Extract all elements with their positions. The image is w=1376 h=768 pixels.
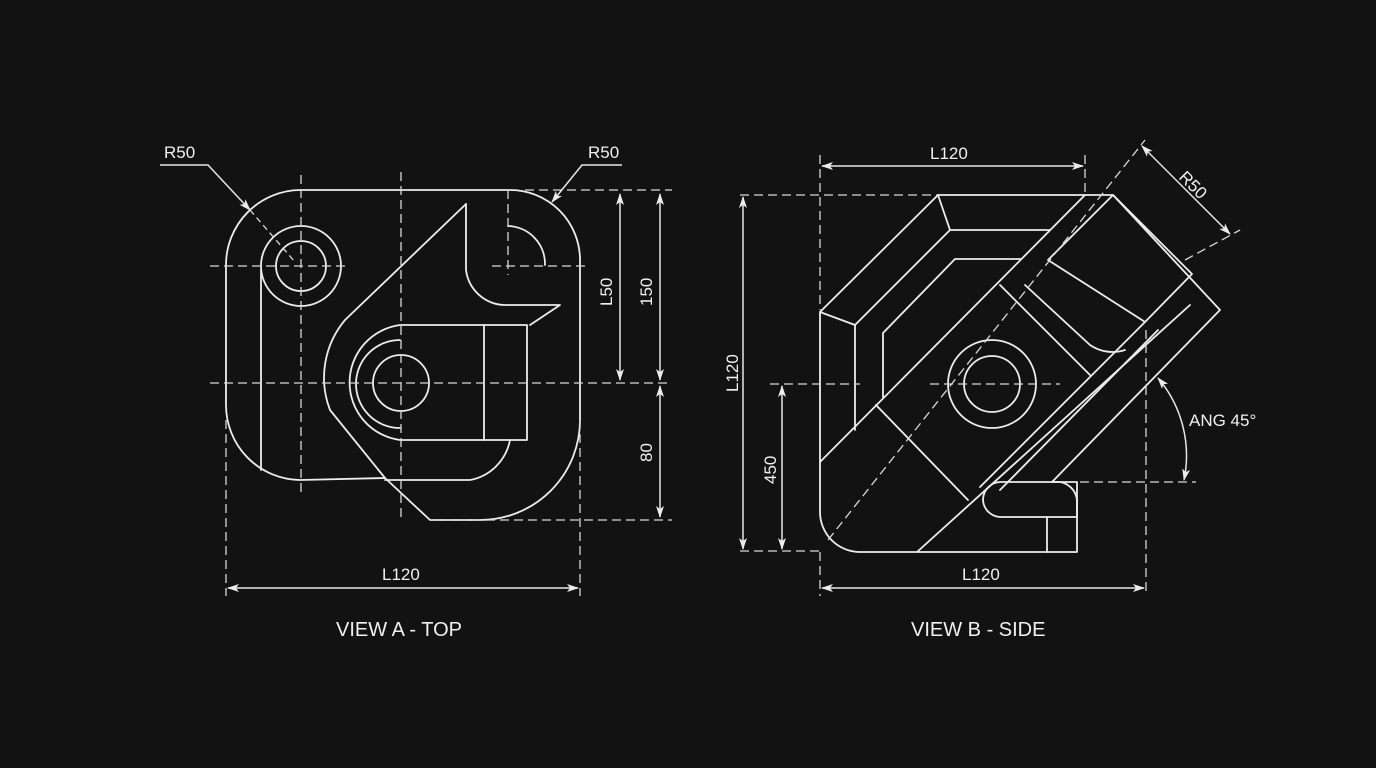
view-a-quarter-arc — [507, 225, 546, 266]
view-b-diagonal-4 — [916, 304, 1191, 553]
view-a-dim-l50: L50 — [597, 278, 616, 306]
view-b-bevel-edge — [854, 229, 951, 326]
view-b-title: VIEW B - SIDE — [911, 619, 1045, 641]
view-b-diagonal-1 — [819, 194, 1086, 463]
view-b-cross-1 — [999, 284, 1091, 376]
view-a-dim-80: 80 — [637, 443, 656, 462]
view-b-dim-l120-vertical: L120 — [723, 354, 742, 392]
view-a-outer-outline — [225, 189, 581, 521]
view-b-bevel-left — [819, 311, 856, 431]
view-a-radius-left-label: R50 — [164, 143, 195, 162]
view-b-outer-outline — [819, 194, 1221, 553]
view-b-diagonal-2 — [979, 321, 1146, 488]
view-b-slot-curve — [1024, 284, 1126, 353]
view-a-dim-l120: L120 — [382, 565, 420, 584]
view-a-title: VIEW A - TOP — [336, 619, 462, 641]
view-b-dim-angle: ANG 45° — [1189, 411, 1256, 430]
view-a-dim-150: 150 — [637, 278, 656, 306]
view-a-radius-right-label: R50 — [588, 143, 619, 162]
view-a-top: R50 R50 L50 150 80 L120 VIEW A - TOP — [160, 143, 672, 641]
view-b-inner-frame — [882, 258, 1022, 399]
view-b-dim-bottom-l120: L120 — [962, 565, 1000, 584]
view-b-dim-r50: R50 — [1175, 167, 1210, 202]
view-a-diagonal-wing — [465, 203, 561, 326]
view-b-top-block — [1047, 194, 1193, 323]
view-a-slot-block — [348, 324, 528, 441]
view-b-foot — [982, 481, 1078, 518]
view-b-bevel-top — [937, 194, 1051, 231]
view-b-cross-2 — [875, 404, 969, 501]
view-b-side: L120 R50 L120 450 ANG 45° L120 VIEW B - … — [723, 139, 1256, 641]
view-a-slot-arc — [355, 339, 401, 429]
view-b-dim-top-l120: L120 — [930, 144, 968, 163]
view-b-dim-450: 450 — [761, 456, 780, 484]
view-a-wing-edge — [323, 203, 467, 479]
view-a-lower-curve — [384, 439, 511, 481]
